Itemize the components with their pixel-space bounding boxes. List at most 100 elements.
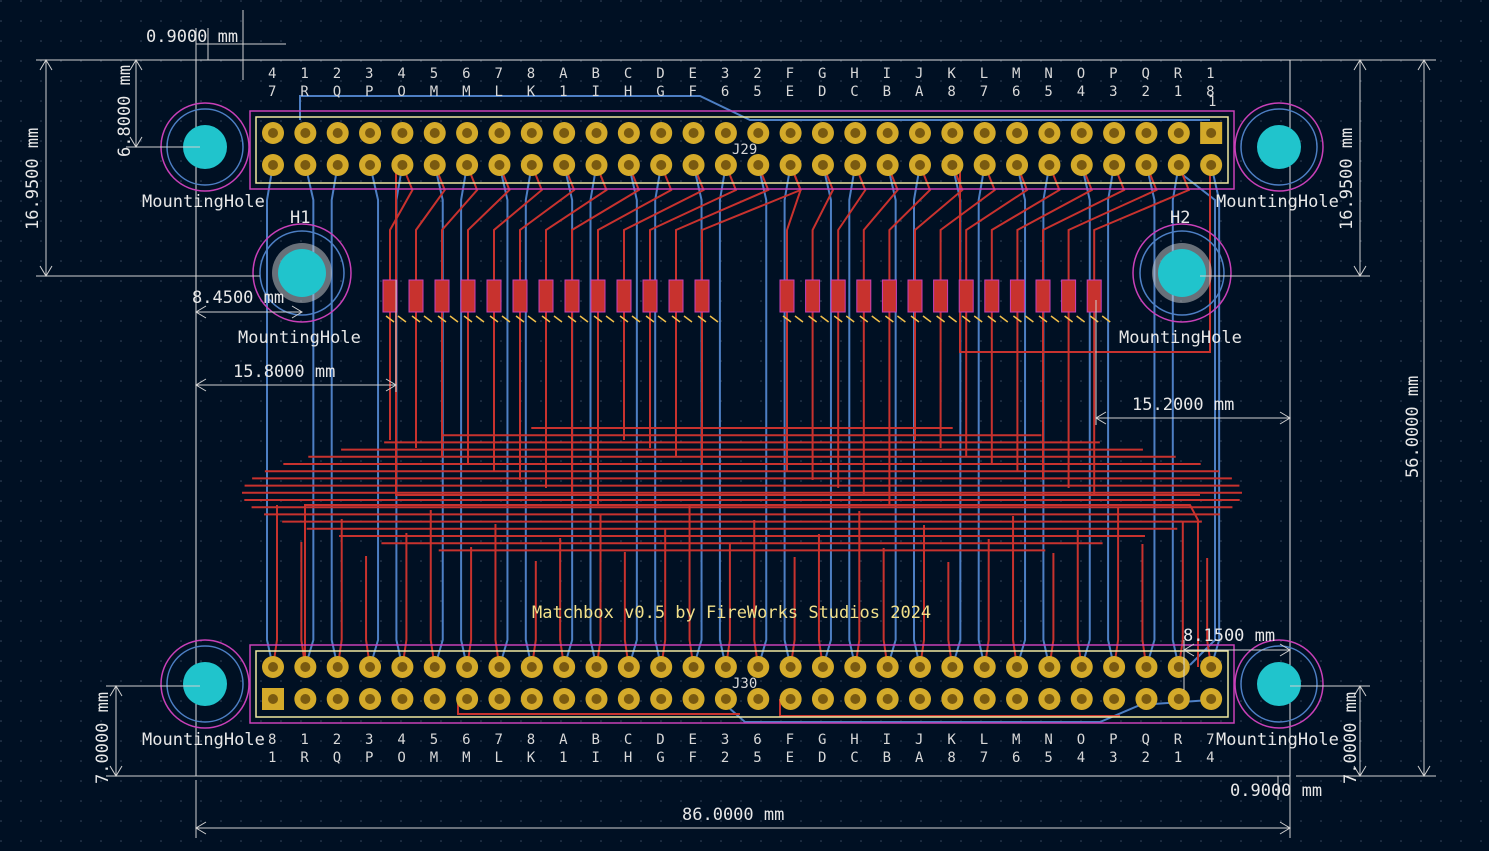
j30-silk-outline [255,650,1229,718]
ref-j29: J29 [732,142,757,158]
smd-pad[interactable] [1086,279,1102,313]
smd-pad[interactable] [1009,279,1025,313]
smd-pad[interactable] [830,279,846,313]
silk-pin-label: G [656,84,664,100]
smd-pad[interactable] [958,279,974,313]
silk-pin-label: 6 [753,732,761,748]
silk-pin-label: P [1109,732,1117,748]
label-mounting-hole-bl: MountingHole [142,730,265,750]
silk-pin-label: 7 [494,732,502,748]
smd-pad[interactable] [538,279,554,313]
silk-pin-label: E [786,750,794,766]
dimension-lines [36,10,1436,838]
dim-left-margin: 15.8000 mm [233,362,335,382]
silk-pin-label: 6 [721,84,729,100]
j29-pads[interactable] [262,122,1223,176]
smd-pad[interactable] [642,279,658,313]
smd-pad[interactable] [881,279,897,313]
silk-pin-label: 8 [527,66,535,82]
silk-pin-label: A [915,750,924,766]
mounting-hole-h1[interactable] [252,223,352,323]
silk-pin-label: A [559,732,568,748]
smd-pad[interactable] [616,279,632,313]
label-mounting-hole-tl: MountingHole [142,192,265,212]
silk-pin-label: B [883,750,891,766]
silk-pin-label: 6 [462,66,470,82]
silk-pin-label: 5 [430,66,438,82]
front-copper-traces [242,164,1242,717]
smd-pad[interactable] [694,279,710,313]
silk-pin-label: H [850,66,858,82]
silk-pin-label: Q [333,84,341,100]
silk-pin-label: E [689,732,697,748]
silk-pin-label: 4 [397,732,405,748]
silk-pin-label: O [397,84,405,100]
silk-pin-label: 1 [559,750,567,766]
silk-pin-label: M [430,84,438,100]
smd-pad[interactable] [805,279,821,313]
dim-bottom-left-height: 7.0000 mm [93,692,113,784]
smd-pad[interactable] [984,279,1000,313]
pin1-top: 1 [1208,94,1216,110]
silk-pin-label: L [980,66,988,82]
dim-right-margin: 15.2000 mm [1132,395,1234,415]
dim-hole-offset: 6.8000 mm [115,65,135,157]
silk-pin-label: D [818,84,826,100]
silk-pin-label: 6 [462,732,470,748]
smd-pad[interactable] [907,279,923,313]
silk-pin-label: 7 [980,750,988,766]
silk-pin-label: N [1044,732,1052,748]
dim-top-pitch: 0.9000 mm [146,27,238,47]
silk-pin-label: C [624,732,632,748]
silk-pin-label: R [300,750,309,766]
silk-pin-label: F [786,732,794,748]
silk-pin-label: F [689,84,697,100]
silk-pin-label: 1 [559,84,567,100]
smd-pad-row[interactable] [382,279,1111,323]
silk-pin-label: C [850,750,858,766]
silk-pin-label: O [397,750,405,766]
silk-pin-label: F [786,66,794,82]
silk-pin-label: 5 [753,84,761,100]
smd-pad[interactable] [460,279,476,313]
silk-pin-label: 7 [1206,732,1214,748]
smd-pad[interactable] [856,279,872,313]
silk-pin-label: J [915,732,923,748]
mounting-hole-top-right[interactable] [1234,102,1324,192]
smd-pad[interactable] [382,279,398,313]
silk-pin-label: O [1077,66,1085,82]
silk-pin-label: 3 [721,66,729,82]
smd-pad[interactable] [512,279,528,313]
smd-pad[interactable] [933,279,949,313]
smd-pad[interactable] [1035,279,1051,313]
smd-pad[interactable] [564,279,580,313]
mounting-hole-h2[interactable] [1132,223,1232,323]
silk-pin-label: Q [333,750,341,766]
mounting-hole-bottom-left[interactable] [160,639,250,729]
mounting-hole-bottom-right[interactable] [1234,639,1324,729]
silk-pin-label: M [462,84,470,100]
silk-pin-label: Q [1141,66,1149,82]
smd-pad[interactable] [590,279,606,313]
silk-pin-label: C [624,66,632,82]
smd-pad[interactable] [668,279,684,313]
dim-bottom-right-height: 7.0000 mm [1341,692,1361,784]
silk-pin-label: B [592,66,600,82]
silk-pin-label: 4 [1077,84,1085,100]
smd-pad[interactable] [434,279,450,313]
silk-pin-label: Q [1141,732,1149,748]
smd-pad[interactable] [779,279,795,313]
smd-pad[interactable] [1061,279,1077,313]
silk-pin-label: 8 [947,750,955,766]
smd-pad[interactable] [486,279,502,313]
smd-pad[interactable] [408,279,424,313]
silk-pin-label: D [656,732,664,748]
silk-pin-label: 2 [333,732,341,748]
silk-pin-label: P [365,750,373,766]
board-title: Matchbox v0.5 by FireWorks Studios 2024 [532,603,931,623]
silk-pin-label: 3 [1109,750,1117,766]
j30-pads[interactable] [262,656,1223,710]
silk-pin-label: R [1174,66,1183,82]
